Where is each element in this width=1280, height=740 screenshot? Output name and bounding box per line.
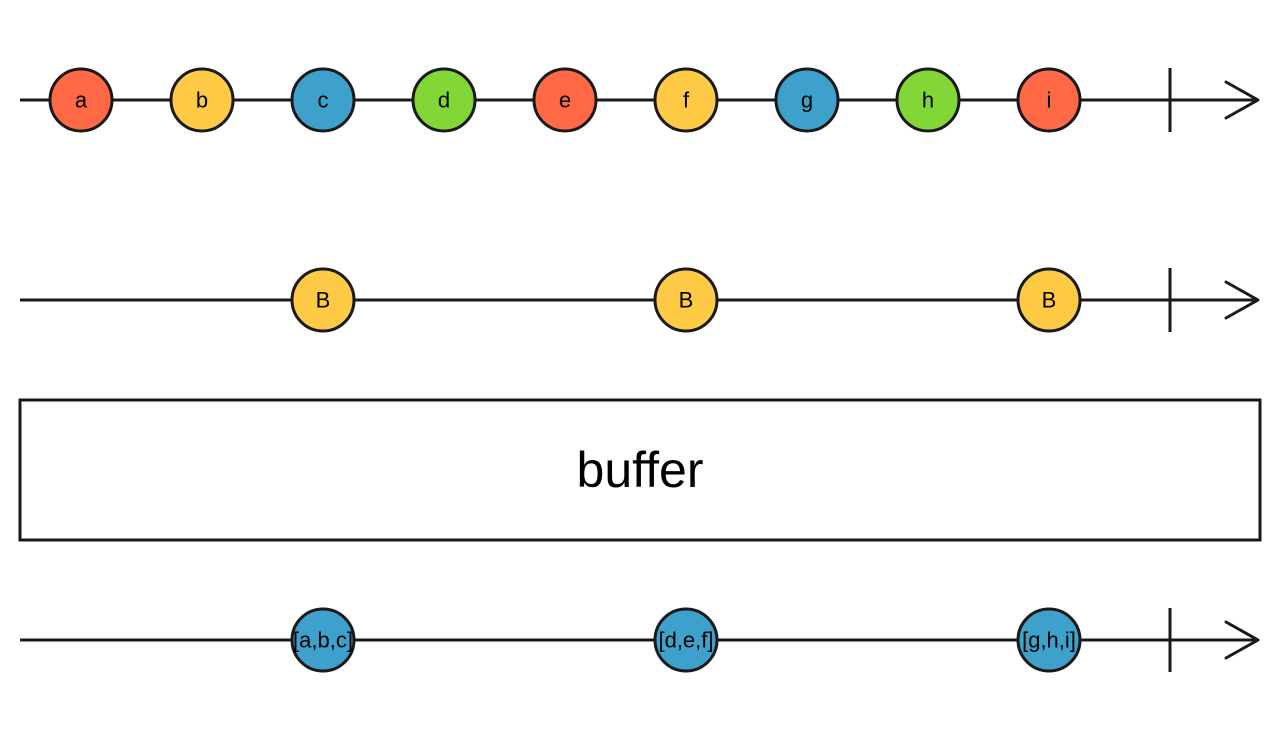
marble-boundary: B [653,267,719,333]
marble-circle [290,607,356,673]
marble-label: e [559,88,571,113]
marble-label: B [1042,288,1057,313]
timeline-source-marbles: a b c d e f g h i [48,67,1082,133]
marble-label: B [679,288,694,313]
marble-circle [290,67,356,133]
timeline-result-arrow-icon [1224,620,1260,660]
timeline-result-marbles: [a,b,c] [d,e,f] [g,h,i] [290,607,1082,673]
marble-circle [48,67,114,133]
marble-label: b [196,88,208,113]
timeline-boundary-arrow-icon [1224,280,1260,320]
timeline-source: a b c d e f g h i [20,67,1260,133]
marble-label: c [318,88,329,113]
marble-source: b [169,67,235,133]
marble-source: h [895,67,961,133]
marble-circle [532,67,598,133]
marble-result: [a,b,c] [290,607,356,673]
marble-boundary: B [1016,267,1082,333]
marble-circle [1016,67,1082,133]
marble-source: i [1016,67,1082,133]
operator-box: buffer [18,398,1262,542]
marble-label: a [75,88,88,113]
operator-box-frame [18,398,1262,542]
marble-label: i [1047,88,1052,113]
operator-label: buffer [577,442,704,498]
marble-source: e [532,67,598,133]
marble-circle [653,67,719,133]
marble-circle [169,67,235,133]
marble-label: [d,e,f] [658,628,713,653]
marble-label: h [922,88,934,113]
marble-label: g [801,88,813,113]
marble-result: [g,h,i] [1016,607,1082,673]
marble-source: a [48,67,114,133]
marble-label: f [683,88,690,113]
marble-label: d [438,88,450,113]
marble-boundary: B [290,267,356,333]
marble-source: f [653,67,719,133]
marble-circle [290,267,356,333]
marble-source: c [290,67,356,133]
marble-circle [774,67,840,133]
marble-circle [895,67,961,133]
marble-result: [d,e,f] [653,607,719,673]
marble-source: g [774,67,840,133]
marble-circle [411,67,477,133]
marble-circle [1016,607,1082,673]
timeline-source-arrow-icon [1224,80,1260,120]
marble-circle [1016,267,1082,333]
marble-label: B [316,288,331,313]
marble-label: [g,h,i] [1022,628,1076,653]
timeline-result: [a,b,c] [d,e,f] [g,h,i] [20,607,1260,673]
marble-label: [a,b,c] [293,628,353,653]
marble-source: d [411,67,477,133]
marble-circle [653,607,719,673]
marble-circle [653,267,719,333]
